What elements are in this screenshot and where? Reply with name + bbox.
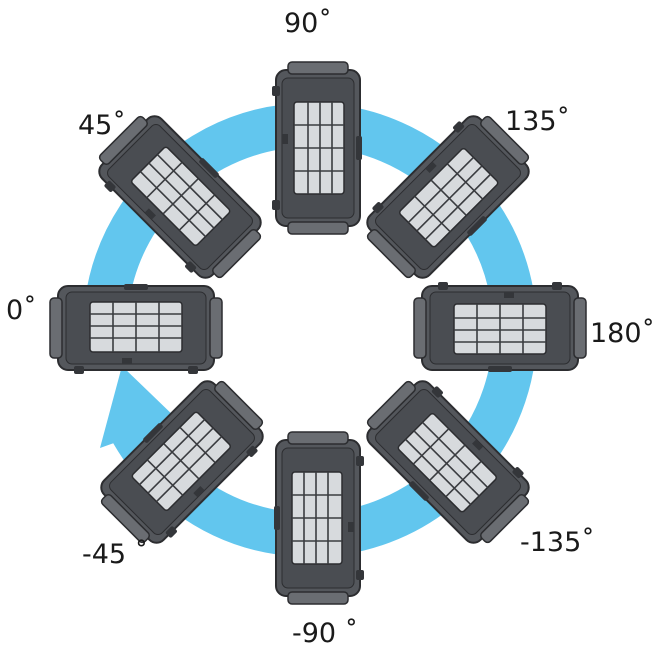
projector-orientation-90 (271, 61, 363, 235)
angle-label-180: 180˚ (590, 318, 656, 349)
angle-label-minus-135: -135˚ (520, 527, 595, 558)
angle-label-minus-90: -90 ˚ (292, 618, 359, 649)
projector-image (273, 431, 365, 605)
projector-image (49, 283, 223, 375)
angle-label-45: 45˚ (78, 110, 126, 141)
angle-label-135: 135˚ (505, 106, 571, 137)
angle-label-0: 0˚ (6, 295, 37, 326)
angle-label-90: 90˚ (284, 8, 332, 39)
angle-label-minus-45: -45 ˚ (82, 539, 149, 570)
projector-orientation-minus-90 (273, 431, 365, 605)
projector-orientation-180 (413, 281, 587, 373)
projector-orientation-0 (49, 283, 223, 375)
projector-image (271, 61, 363, 235)
rotation-arrowhead (100, 366, 178, 448)
projector-image (413, 281, 587, 373)
